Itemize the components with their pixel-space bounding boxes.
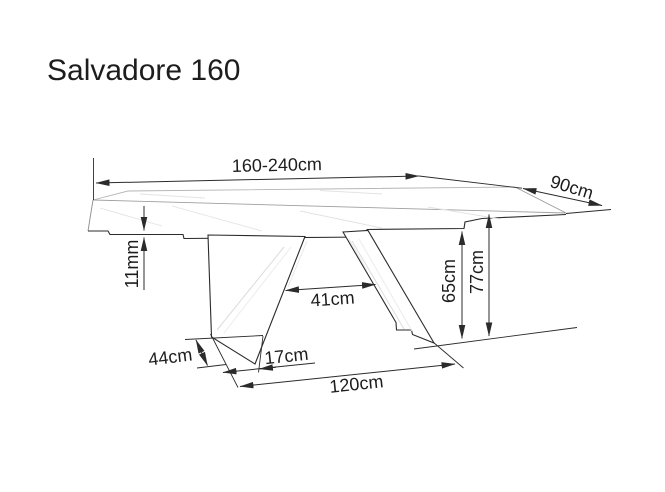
dim-top-thickness: 11mm xyxy=(122,206,148,290)
tabletop xyxy=(87,186,567,240)
dim-leg-spacing-line xyxy=(285,282,376,293)
dim-total-height: 77cm xyxy=(467,214,493,337)
dim-depth-ext xyxy=(565,209,612,214)
right-leg xyxy=(342,229,436,345)
right-leg-inner-shade xyxy=(351,240,405,330)
dim-underside-height: 65cm xyxy=(439,231,466,339)
tabletop-back-edge xyxy=(92,186,516,201)
dim-base-length: 120cm xyxy=(239,362,456,397)
dim-foot-length: 44cm xyxy=(147,339,208,370)
dim-length-label: 160-240cm xyxy=(232,154,322,176)
left-foot-extension xyxy=(210,333,239,388)
product-title: Salvadore 160 xyxy=(47,54,241,87)
dim-total-height-label: 77cm xyxy=(467,250,487,294)
foot-length-ext-bottom xyxy=(196,364,227,369)
floor-lines xyxy=(184,327,578,388)
dim-depth-label: 90cm xyxy=(548,171,596,203)
dim-depth-line xyxy=(522,188,603,206)
marble-veins xyxy=(99,190,501,232)
dim-underside-height-label: 65cm xyxy=(439,259,459,303)
dim-foot-length-label: 44cm xyxy=(147,344,193,369)
foot-length-ext-top xyxy=(184,335,264,340)
dim-length-line xyxy=(95,172,420,187)
left-leg-inner-shade xyxy=(216,246,285,331)
dim-length-ext-right xyxy=(418,175,523,189)
right-leg-inner-shade-2 xyxy=(358,238,413,332)
rear-leg-hints xyxy=(287,238,368,288)
left-leg-inner-shade-2 xyxy=(223,246,292,334)
dim-depth: 90cm xyxy=(522,171,612,214)
dim-length: 160-240cm xyxy=(93,154,523,200)
dim-leg-spacing-label: 41cm xyxy=(310,288,355,311)
tabletop-front-top-edge xyxy=(92,199,567,214)
dim-top-thickness-label: 11mm xyxy=(122,240,142,289)
tabletop-left-edge xyxy=(87,199,94,232)
dim-foot-length-line xyxy=(195,339,208,366)
dim-base-length-label: 120cm xyxy=(328,371,384,397)
dim-leg-spacing: 41cm xyxy=(285,282,376,311)
right-leg-outline xyxy=(342,229,436,345)
right-foot-extension xyxy=(432,341,464,369)
dim-base-length-line xyxy=(239,362,456,389)
floor-line-right xyxy=(413,327,578,350)
